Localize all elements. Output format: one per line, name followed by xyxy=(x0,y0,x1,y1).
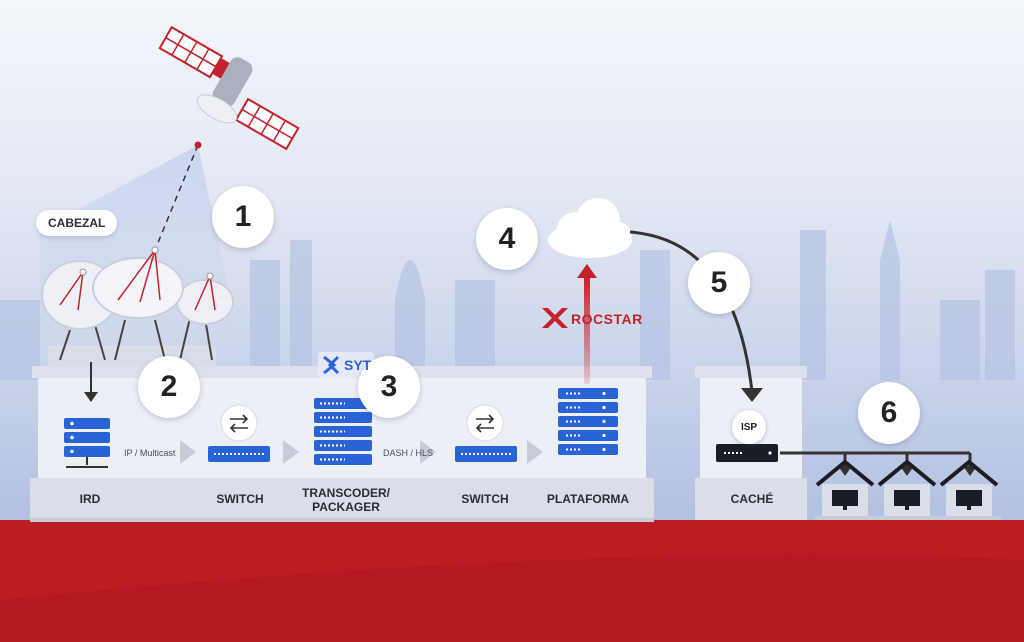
server-icon-ird xyxy=(64,418,110,468)
step-2-badge: 2 xyxy=(138,356,200,418)
distribution-network xyxy=(780,451,972,470)
switch-label-1: SWITCH xyxy=(216,492,264,506)
step-6-badge: 6 xyxy=(858,382,920,444)
city-skyline xyxy=(0,220,1015,380)
ip-multicast-label: IP / Multicast xyxy=(124,448,176,458)
server-icon-transcoder xyxy=(314,398,372,465)
switch-label-2: SWITCH xyxy=(461,492,509,506)
rocstar-logo-icon xyxy=(542,308,568,328)
dash-hls-label: DASH / HLS xyxy=(383,448,434,458)
satellite-icon xyxy=(158,25,300,151)
arrow-up-icon xyxy=(577,264,597,384)
step-1-badge: 1 xyxy=(212,186,274,248)
cloud-icon xyxy=(548,198,632,258)
ird-label: IRD xyxy=(79,492,101,506)
cache-label: CACHÉ xyxy=(730,492,774,506)
syt-brand: SYT xyxy=(344,357,372,373)
step-5-badge: 5 xyxy=(688,252,750,314)
house-icon-1 xyxy=(815,459,875,516)
router-icon xyxy=(716,444,778,462)
plataforma-label: PLATAFORMA xyxy=(546,492,630,506)
syt-logo-icon xyxy=(318,352,374,378)
step-4-badge: 4 xyxy=(476,208,538,270)
switch-icon-1 xyxy=(208,404,270,462)
transcoder-label-line2: PACKAGER xyxy=(312,500,380,514)
step-3-badge: 3 xyxy=(358,356,420,418)
house-icon-3 xyxy=(939,459,999,516)
transcoder-label-line1: TRANSCODER/ xyxy=(301,486,390,500)
isp-badge: ISP xyxy=(732,410,766,444)
cabezal-label: CABEZAL xyxy=(36,210,118,236)
switch-icon-2 xyxy=(455,404,517,462)
transcoder-label: TRANSCODER/ PACKAGER xyxy=(296,486,396,514)
monitor-icon xyxy=(832,490,858,506)
server-icon-plataforma xyxy=(558,388,618,455)
arrow-down-icon xyxy=(84,362,98,402)
house-icon-2 xyxy=(877,459,937,516)
rocstar-brand: ROCSTAR xyxy=(571,311,643,327)
